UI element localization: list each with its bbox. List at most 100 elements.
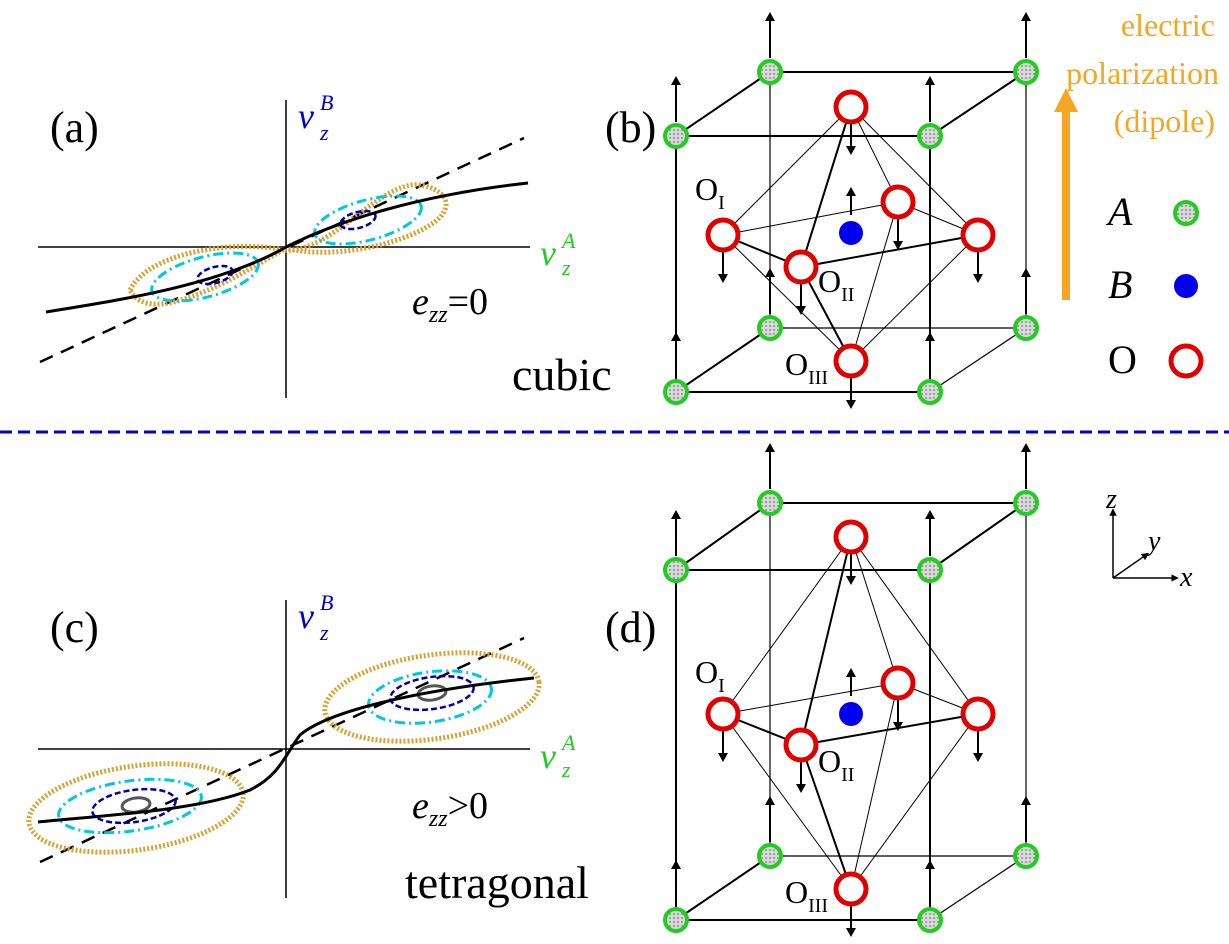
cubic-octahedron-edge xyxy=(850,106,899,203)
panel-c-label: (c) xyxy=(50,603,99,652)
legend-label-o: O xyxy=(1108,337,1137,382)
cubic-edge-top xyxy=(929,71,1027,137)
svg-text:z: z xyxy=(319,620,329,645)
cubic-oxygen-arrow-head xyxy=(796,306,806,315)
cubic-a-site-atom xyxy=(917,379,943,405)
phase-label-cubic: cubic xyxy=(512,349,612,400)
tetragonal-a-site-arrow-head xyxy=(765,796,775,805)
panel-a-y-axis-label: v xyxy=(298,96,314,136)
tetragonal-a-site-arrow-head xyxy=(1021,443,1031,452)
tetragonal-octahedron-edge xyxy=(850,713,979,890)
cubic-a-site-arrow-head xyxy=(765,12,775,21)
tetragonal-octahedron-edge-front xyxy=(800,744,852,890)
axis-triad: z y x xyxy=(1105,484,1193,593)
tetragonal-octahedron-edge xyxy=(850,682,899,890)
cubic-a-site-arrow-head xyxy=(925,332,935,341)
cubic-a-site-atom xyxy=(917,123,943,149)
tetragonal-a-site-atom xyxy=(917,557,943,583)
cubic-octahedron-edge xyxy=(722,106,852,236)
panel-a-label: (a) xyxy=(50,103,99,152)
svg-text:B: B xyxy=(320,590,333,615)
panel-c-dashed-line xyxy=(39,636,525,864)
panel-c-y-axis-label: v xyxy=(298,596,314,636)
cubic-octahedron-edge-front xyxy=(800,106,852,268)
panel-a-solid-curve xyxy=(45,181,529,314)
tetragonal-a-site-atom xyxy=(1013,843,1039,869)
tetragonal-label-o3: OIII xyxy=(785,874,828,917)
cubic-a-site-atom xyxy=(1013,315,1039,341)
tetragonal-oxygen-arrow-head xyxy=(718,753,728,762)
cubic-a-site-arrow-head xyxy=(1021,12,1031,21)
cubic-oxygen-arrow-head xyxy=(718,274,728,283)
tetragonal-oxygen-arrow-head xyxy=(973,753,983,762)
tetragonal-b-site-arrow-head xyxy=(846,668,856,677)
tetragonal-octahedron-edge-front xyxy=(800,713,979,746)
tetragonal-oxygen-arrow-head xyxy=(796,784,806,793)
tetragonal-a-site-arrow-head xyxy=(1021,796,1031,805)
cubic-octahedron-edge xyxy=(850,234,979,362)
phase-label-tetragonal: tetragonal xyxy=(405,857,589,908)
cubic-a-site-atom xyxy=(663,123,689,149)
tetragonal-octahedron-edge xyxy=(722,713,852,890)
tetragonal-oxygen-atom xyxy=(880,665,916,701)
polarization-arrow-head xyxy=(1054,88,1078,112)
panel-a-x-axis-label: v xyxy=(540,233,556,273)
tetragonal-octahedron-edge xyxy=(722,682,899,715)
cubic-a-site-atom xyxy=(663,379,689,405)
legend-marker-b xyxy=(1174,274,1198,298)
tetragonal-label-o1: OI xyxy=(695,654,725,697)
cubic-b-site-atom xyxy=(839,221,863,245)
cubic-label-o3: OIII xyxy=(785,346,828,389)
cubic-label-o1: OI xyxy=(695,171,725,214)
cubic-oxygen-arrow-head xyxy=(846,146,856,155)
cubic-a-site-atom xyxy=(757,59,783,85)
tetragonal-octahedron-edge-front xyxy=(800,536,852,746)
svg-text:z: z xyxy=(561,757,571,782)
cubic-octahedron-edge-front xyxy=(800,266,852,362)
cubic-a-site-atom xyxy=(1013,59,1039,85)
cubic-a-site-arrow-head xyxy=(671,332,681,341)
cubic-oxygen-atom xyxy=(833,89,869,125)
tetragonal-a-site-atom xyxy=(757,490,783,516)
svg-text:A: A xyxy=(560,730,576,755)
cubic-octahedron-edge xyxy=(850,106,979,236)
cubic-oxygen-atom xyxy=(880,184,916,220)
axis-triad-x: x xyxy=(1179,562,1193,593)
svg-text:z: z xyxy=(561,255,571,280)
tetragonal-oxygen-arrow-head xyxy=(846,928,856,937)
tetragonal-oxygen-arrow-head xyxy=(846,576,856,585)
panel-c-solid-curve xyxy=(37,676,535,824)
tetragonal-edge-bottom xyxy=(675,855,771,921)
tetragonal-b-site-atom xyxy=(839,702,863,726)
cubic-oxygen-arrow-head xyxy=(846,400,856,409)
cubic-a-site-arrow-head xyxy=(925,76,935,85)
cubic-a-site-arrow-head xyxy=(1021,268,1031,277)
panel-c-x-axis-label: v xyxy=(540,736,556,776)
axis-triad-y: y xyxy=(1145,526,1161,557)
panel-c: (c) v B z v A z ezz>0 xyxy=(26,590,576,898)
tetragonal-a-site-arrow-head xyxy=(765,443,775,452)
tetragonal-oxygen-atom xyxy=(705,696,741,732)
atom-legend: A B O xyxy=(1105,189,1204,382)
tetragonal-oxygen-atom xyxy=(783,727,819,763)
panel-c-strain-label: ezz>0 xyxy=(412,785,488,832)
cubic-oxygen-atom xyxy=(705,217,741,253)
tetragonal-edge-bottom xyxy=(929,855,1027,921)
cubic-a-site-atom xyxy=(757,315,783,341)
tetragonal-octahedron-edge xyxy=(850,536,979,715)
cubic-oxygen-atom xyxy=(833,343,869,379)
legend-marker-a xyxy=(1173,200,1199,226)
cubic-a-site-arrow-head xyxy=(765,268,775,277)
panel-d-label: (d) xyxy=(605,603,656,652)
panel-b-label: (b) xyxy=(605,103,656,152)
svg-text:B: B xyxy=(320,90,333,115)
polarization-line2: polarization xyxy=(1066,55,1219,91)
cubic-b-site-arrow-head xyxy=(846,187,856,196)
tetragonal-a-site-arrow-head xyxy=(671,860,681,869)
cubic-oxygen-atom xyxy=(783,249,819,285)
cubic-edge-bottom xyxy=(929,327,1027,393)
tetragonal-a-site-atom xyxy=(663,557,689,583)
tetragonal-oxygen-arrow-head xyxy=(893,722,903,731)
